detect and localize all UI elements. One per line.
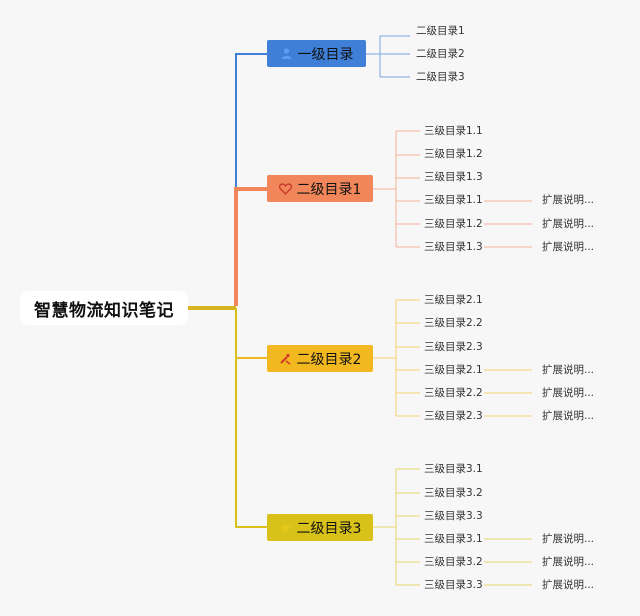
leaf-item[interactable]: 三级目录1.2	[424, 218, 483, 230]
branch-2-children-lines	[373, 130, 532, 248]
heart-icon	[279, 182, 293, 196]
leaf-item[interactable]: 三级目录2.3	[424, 341, 483, 353]
branch-4-connector	[235, 308, 267, 528]
leaf-item[interactable]: 二级目录2	[416, 48, 465, 60]
extension-note[interactable]: 扩展说明...	[542, 241, 595, 253]
extension-note[interactable]: 扩展说明...	[542, 194, 595, 206]
branch-label: 二级目录3	[296, 520, 362, 537]
leaf-item[interactable]: 三级目录1.3	[424, 171, 483, 183]
leaf-item[interactable]: 三级目录1.2	[424, 148, 483, 160]
leaf-item[interactable]: 三级目录3.1	[424, 533, 483, 545]
leaf-item[interactable]: 二级目录1	[416, 25, 465, 37]
leaf-item[interactable]: 三级目录2.3	[424, 410, 483, 422]
leaf-item[interactable]: 三级目录1.3	[424, 241, 483, 253]
leaf-item[interactable]: 三级目录1.1	[424, 194, 483, 206]
branch-1-children-lines	[366, 35, 410, 78]
leaf-item[interactable]: 三级目录3.1	[424, 463, 483, 475]
leaf-item[interactable]: 三级目录2.1	[424, 364, 483, 376]
root-node[interactable]: 智慧物流知识笔记	[20, 291, 188, 325]
root-title: 智慧物流知识笔记	[34, 300, 174, 321]
leaf-item[interactable]: 三级目录3.3	[424, 510, 483, 522]
leaf-item[interactable]: 三级目录1.1	[424, 125, 483, 137]
branch-3-connector	[235, 308, 267, 359]
leaf-item[interactable]: 二级目录3	[416, 71, 465, 83]
leaf-item[interactable]: 三级目录3.2	[424, 556, 483, 568]
leaf-item[interactable]: 三级目录2.1	[424, 294, 483, 306]
person-icon	[280, 47, 294, 61]
branch-2-connector	[234, 187, 267, 306]
extension-note[interactable]: 扩展说明...	[542, 410, 595, 422]
star-icon	[279, 521, 293, 535]
branch-4-children-lines	[373, 468, 532, 586]
branch-3-children-lines	[373, 299, 532, 417]
branch-node-1[interactable]: 一级目录	[267, 40, 366, 67]
extension-note[interactable]: 扩展说明...	[542, 579, 595, 591]
extension-note[interactable]: 扩展说明...	[542, 556, 595, 568]
extension-note[interactable]: 扩展说明...	[542, 387, 595, 399]
leaf-item[interactable]: 三级目录3.2	[424, 487, 483, 499]
branch-label: 二级目录1	[296, 181, 362, 198]
extension-note[interactable]: 扩展说明...	[542, 364, 595, 376]
branch-node-2[interactable]: 二级目录1	[267, 175, 373, 202]
branch-label: 二级目录2	[296, 351, 362, 368]
leaf-item[interactable]: 三级目录3.3	[424, 579, 483, 591]
branch-node-4[interactable]: 二级目录3	[267, 514, 373, 541]
tools-icon	[279, 352, 293, 366]
leaf-item[interactable]: 三级目录2.2	[424, 387, 483, 399]
extension-note[interactable]: 扩展说明...	[542, 218, 595, 230]
extension-note[interactable]: 扩展说明...	[542, 533, 595, 545]
branch-node-3[interactable]: 二级目录2	[267, 345, 373, 372]
branch-1-connector	[235, 53, 267, 306]
branch-label: 一级目录	[297, 46, 354, 63]
leaf-item[interactable]: 三级目录2.2	[424, 317, 483, 329]
